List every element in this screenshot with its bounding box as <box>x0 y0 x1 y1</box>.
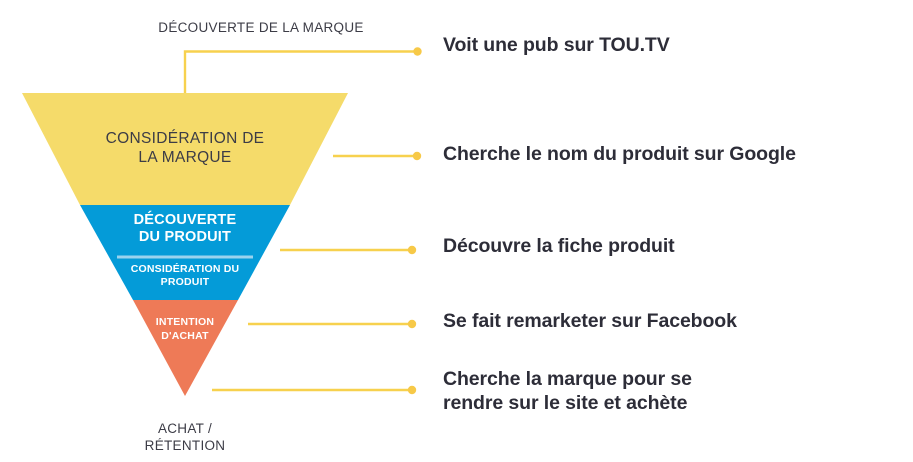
stage-label-product-consideration: CONSIDÉRATION DU PRODUIT <box>130 263 240 289</box>
connector-dot-4 <box>407 385 417 395</box>
connector-dot-2 <box>407 245 417 255</box>
funnel-top-caption: DÉCOUVERTE DE LA MARQUE <box>158 20 364 35</box>
funnel-bottom-caption: ACHAT / RÉTENTION <box>144 421 226 453</box>
step-text-remarketing: Se fait remarketer sur Facebook <box>443 310 737 332</box>
step-text-ad: Voit une pub sur TOU.TV <box>443 34 670 56</box>
connector-dot-3 <box>407 319 417 329</box>
connector-dot-1 <box>412 151 422 161</box>
stage-label-product-discovery: DÉCOUVERTE DU PRODUIT <box>133 212 237 246</box>
funnel-segment-product-blue <box>80 205 290 300</box>
funnel-segment-brand-consideration <box>22 93 348 205</box>
step-text-purchase: Cherche la marque pour se rendre sur le … <box>443 368 692 414</box>
connector-dot-0 <box>413 47 422 56</box>
step-text-product-sheet: Découvre la fiche produit <box>443 235 675 257</box>
step-text-search-product: Cherche le nom du produit sur Google <box>443 143 796 165</box>
funnel-inner-divider <box>117 255 253 259</box>
stage-label-brand-consideration: CONSIDÉRATION DE LA MARQUE <box>105 130 265 166</box>
stage-label-purchase-intent: INTENTION D'ACHAT <box>155 316 215 342</box>
connector-line-0 <box>183 50 415 93</box>
funnel-segment-purchase-intent <box>133 300 238 396</box>
